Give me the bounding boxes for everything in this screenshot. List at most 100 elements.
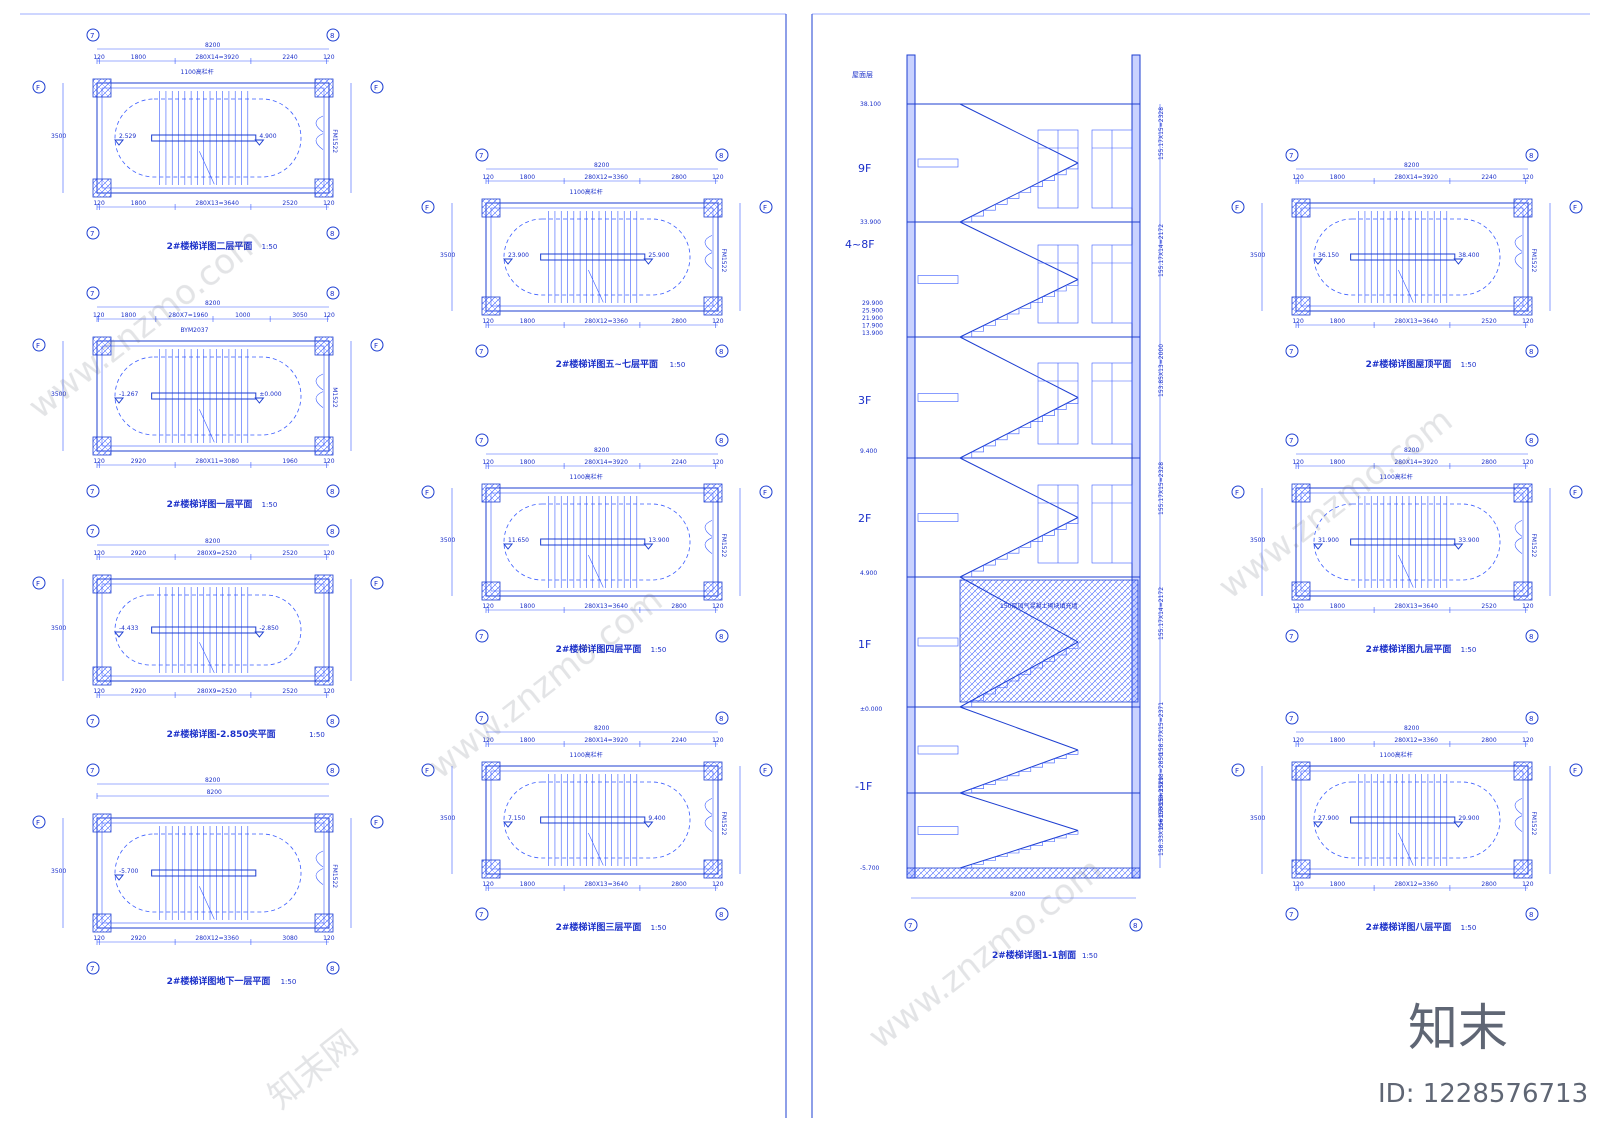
plan-top-dim: 120 [1292, 174, 1304, 181]
plan-door-label: FM1522 [331, 864, 338, 888]
plan-axis-7-bottom [475, 344, 489, 358]
plan-bottom-dim: 2520 [1481, 603, 1496, 610]
plan-depth-dim: 3500 [1250, 815, 1265, 822]
section-note: 150厚加气混凝土砌块填充墙 [1000, 602, 1077, 610]
plan-door-swing [315, 115, 324, 150]
plan-bottom-dim: 1800 [1330, 318, 1345, 325]
plan-overall-dim: 8200 [1404, 162, 1419, 169]
stacked-elevation: 13.900 [862, 330, 883, 337]
plan-axis-8-bottom-label: 8 [719, 633, 723, 641]
plan-axis-8-bottom [1525, 907, 1539, 921]
plan-wall-inner [490, 492, 714, 592]
plan-walk-line [503, 781, 691, 859]
plan-axis-f-left-label: F [425, 767, 429, 775]
plan-elevation: 11.650 [508, 537, 529, 544]
plan-elev-mark [254, 631, 265, 638]
stair-step [971, 565, 984, 572]
plan-elevation: 29.900 [1458, 815, 1479, 822]
right-dim-text: 155.17X14=2172 [1158, 587, 1165, 640]
plan-elevation: -2.850 [259, 625, 279, 632]
watermark-diag-5: 知末网 [261, 1023, 366, 1117]
plan-axis-f-right [1569, 763, 1583, 777]
plan-note: 1100高栏杆 [570, 751, 603, 759]
stair-step [995, 314, 1008, 321]
plan-elevation: 7.150 [508, 815, 525, 822]
plan-top-dim: 120 [482, 459, 494, 466]
plan-overall-dim: 8200 [1404, 447, 1419, 454]
stair-step [1066, 830, 1079, 835]
right-dim-text: 158.33X18=2850 [1158, 753, 1165, 806]
plan-axis-8-bottom-label: 8 [330, 488, 334, 496]
watermark-brand: 知末 [1408, 999, 1508, 1057]
stair-step [960, 571, 973, 578]
plan-door-label: FM1522 [1530, 248, 1537, 272]
stair-step [1030, 535, 1043, 542]
stair-step [1054, 754, 1067, 759]
level-label-4-8f: 4~8F [845, 238, 875, 251]
plan-axis-f-right [370, 815, 384, 829]
plan-axis-8-bottom-label: 8 [1529, 633, 1533, 641]
plan-axis-7-bottom-label: 7 [90, 965, 94, 973]
plan-axis-7-bottom [86, 484, 100, 498]
stair-step [983, 204, 996, 211]
plan-scale: 1:50 [309, 731, 325, 739]
plan-column [481, 296, 501, 316]
landing-rail [917, 513, 959, 522]
plan-axis-f-left-label: F [1235, 767, 1239, 775]
plan-break-line [199, 886, 215, 920]
plan-door-swing [315, 850, 324, 885]
plan-column [1291, 296, 1311, 316]
plan-wall-inner [1300, 207, 1524, 307]
plan-depth-dim: 3500 [51, 625, 66, 632]
plan-scale: 1:50 [281, 978, 297, 986]
stair-step [1007, 771, 1020, 777]
plan-break-line [588, 832, 604, 866]
plan-top-dim: 120 [482, 174, 494, 181]
elev-5700: -5.700 [860, 865, 880, 872]
plan-column [1291, 483, 1311, 503]
plan-axis-f-right [370, 576, 384, 590]
plan-column [1291, 859, 1311, 879]
section-right-dims: 155.17X15=2328155.17X14=2172153.85X13=20… [1158, 104, 1165, 868]
plan-scale: 1:50 [262, 243, 278, 251]
plan-note: BYM2037 [181, 327, 209, 334]
plan-bottom-dim: 1800 [1330, 603, 1345, 610]
plan-bottom-dim: 120 [1292, 881, 1304, 888]
plan-scale: 1:50 [651, 646, 667, 654]
plan-top-dim: 280X14=3920 [1394, 459, 1438, 466]
plan-axis-f-left [32, 815, 46, 829]
plan-scale: 1:50 [1461, 361, 1477, 369]
plan-axis-7-bottom-label: 7 [1289, 911, 1293, 919]
plan-axis-7-label: 7 [479, 715, 483, 723]
plan-elev-mark [113, 631, 125, 638]
plan-bottom-dim: 120 [1522, 603, 1534, 610]
section-axis-8-label: 8 [1133, 922, 1137, 930]
plan-bottom-dim: 280X12=3360 [1394, 881, 1438, 888]
plan-bottom-dim: 2920 [131, 458, 146, 465]
plan-elev-mark [113, 874, 125, 881]
landing-rail [917, 393, 959, 402]
plan-axis-f-left [1231, 485, 1245, 499]
elev-33900: 33.900 [860, 219, 881, 226]
right-dim-text: 158.57X15=2371 [1158, 702, 1165, 755]
stacked-elevation: 25.900 [862, 308, 883, 315]
plan-bottom-dim: 280X12=3360 [584, 318, 628, 325]
plan-elev-mark [1312, 543, 1324, 550]
plan-axis-f-left-label: F [36, 580, 40, 588]
watermark-diag-4: www.znzmo.com [1211, 400, 1460, 607]
stair-step [1007, 427, 1020, 435]
plan-top-dim: 2240 [282, 54, 297, 61]
stair-step [995, 553, 1008, 560]
plan-axis-f-left [32, 338, 46, 352]
plan-wall-inner [1300, 770, 1524, 870]
plan-scale: 1:50 [1461, 646, 1477, 654]
plan-title: 2#楼梯详图九层平面 [1366, 643, 1452, 655]
plan-top-dim: 2800 [1481, 459, 1496, 466]
section-drawing: 屋面层 9F 4~8F 3F 2F 1F -1F 38.100 33.900 9… [845, 54, 1165, 961]
plan-axis-8-bottom [715, 907, 729, 921]
plan-axis-8-bottom [1525, 344, 1539, 358]
plan-column [1513, 296, 1533, 316]
plan-door-label: FM1522 [1530, 533, 1537, 557]
stair-step [1007, 308, 1020, 315]
